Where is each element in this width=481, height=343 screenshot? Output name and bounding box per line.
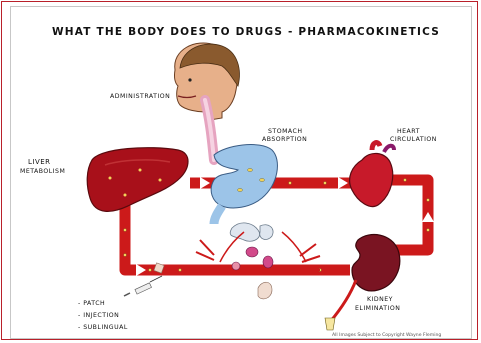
route-patch: - PATCH (78, 300, 105, 307)
stomach-label-line1: STOMACH (268, 128, 303, 135)
liver-label-line2: METABOLISM (20, 168, 65, 175)
stomach-label-line2: ABSORPTION (262, 136, 307, 143)
liver-label-line1: LIVER (28, 158, 51, 166)
intestines-cluster (196, 223, 320, 299)
heart-label-line2: CIRCULATION (390, 136, 437, 143)
copyright-note: All Images Subject to Copyright Wayne Fl… (332, 333, 441, 338)
stomach-organ (211, 145, 277, 224)
liver-organ (87, 148, 188, 212)
page-title: WHAT THE BODY DOES TO DRUGS - PHARMACOKI… (52, 26, 440, 38)
heart-label-line1: HEART (397, 128, 420, 135)
heart-organ (350, 143, 394, 207)
kidney-organ (325, 235, 400, 330)
route-injection: - INJECTION (78, 312, 119, 319)
syringe-icon (124, 276, 162, 296)
route-sublingual: - SUBLINGUAL (78, 324, 128, 331)
kidney-label-line2: ELIMINATION (355, 305, 400, 312)
kidney-label-line1: KIDNEY (367, 296, 393, 303)
administration-label: ADMINISTRATION (110, 93, 170, 100)
